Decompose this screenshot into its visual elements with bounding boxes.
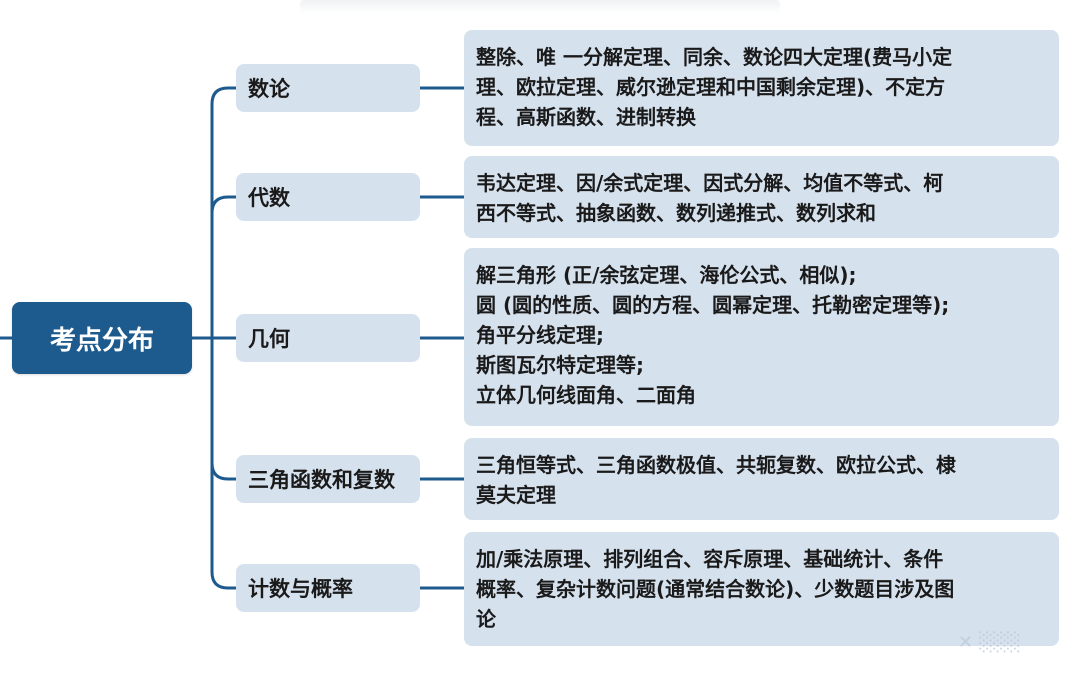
detail-line: 整除、唯 一分解定理、同余、数论四大定理(费马小定 (476, 45, 953, 69)
category-node-jihe: 几何 (236, 314, 420, 362)
detail-line: 斯图瓦尔特定理等; (476, 353, 644, 377)
root-node: 考点分布 (12, 302, 192, 374)
detail-box-shulun: 整除、唯 一分解定理、同余、数论四大定理(费马小定 理、欧拉定理、威尔逊定理和中… (464, 30, 1059, 146)
category-node-sanjiao: 三角函数和复数 (236, 455, 420, 503)
category-label: 代数 (248, 186, 290, 210)
detail-line: 概率、复杂计数问题(通常结合数论)、少数题目涉及图 (476, 577, 955, 601)
detail-box-sanjiao: 三角恒等式、三角函数极值、共轭复数、欧拉公式、棣 莫夫定理 (464, 438, 1059, 520)
detail-line: 程、高斯函数、进制转换 (476, 105, 696, 129)
trunk-line (210, 86, 230, 590)
category-label: 三角函数和复数 (248, 468, 395, 492)
detail-line: 理、欧拉定理、威尔逊定理和中国剩余定理)、不定方 (476, 75, 946, 99)
link-to-daishu (210, 195, 238, 215)
detail-line: 角平分线定理; (476, 323, 604, 347)
category-label: 几何 (248, 327, 290, 351)
root-label: 考点分布 (49, 325, 154, 356)
detail-line: 解三角形 (正/余弦定理、海伦公式、相似); (476, 263, 857, 287)
detail-box-jihe: 解三角形 (正/余弦定理、海伦公式、相似); 圆 (圆的性质、圆的方程、圆幂定理… (464, 248, 1059, 426)
category-node-shulun: 数论 (236, 64, 420, 112)
detail-line: 论 (476, 607, 496, 631)
detail-box-daishu: 韦达定理、因/余式定理、因式分解、均值不等式、柯 西不等式、抽象函数、数列递推式… (464, 156, 1059, 238)
category-node-daishu: 代数 (236, 173, 420, 221)
detail-line: 西不等式、抽象函数、数列递推式、数列求和 (476, 201, 876, 225)
watermark-logo-icon: ✕ ░░░ (958, 632, 1021, 653)
detail-line: 韦达定理、因/余式定理、因式分解、均值不等式、柯 (476, 171, 944, 195)
link-to-sanjiao (210, 461, 238, 481)
category-label: 计数与概率 (248, 577, 353, 601)
detail-line: 三角恒等式、三角函数极值、共轭复数、欧拉公式、棣 (476, 453, 956, 477)
detail-line: 立体几何线面角、二面角 (476, 383, 696, 407)
detail-box-jishu: 加/乘法原理、排列组合、容斥原理、基础统计、条件 概率、复杂计数问题(通常结合数… (464, 532, 1059, 646)
detail-line: 莫夫定理 (476, 483, 556, 507)
detail-line: 圆 (圆的性质、圆的方程、圆幂定理、托勒密定理等); (476, 293, 950, 317)
detail-line: 加/乘法原理、排列组合、容斥原理、基础统计、条件 (476, 547, 944, 571)
category-node-jishu: 计数与概率 (236, 564, 420, 612)
category-label: 数论 (248, 77, 290, 101)
top-blurred-header (300, 0, 780, 14)
